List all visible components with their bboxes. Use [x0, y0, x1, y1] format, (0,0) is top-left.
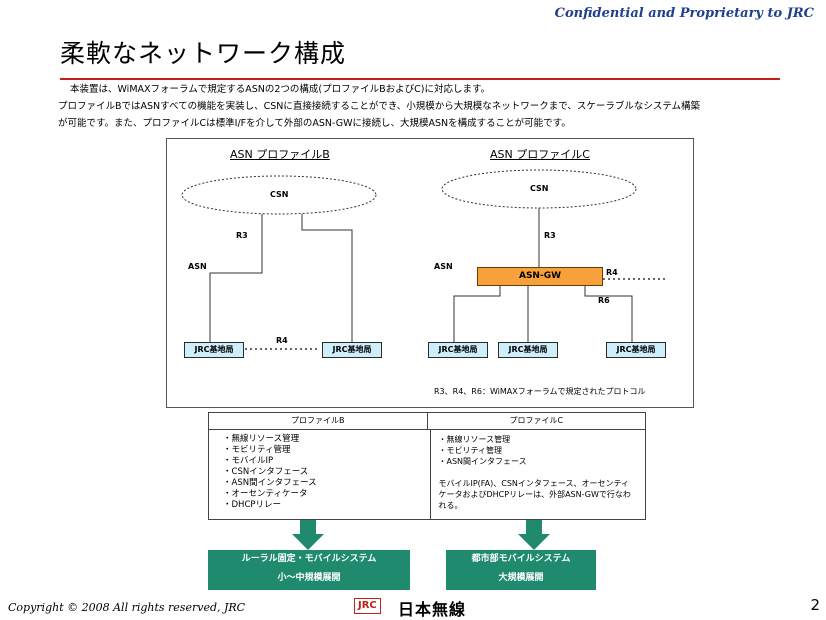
intro-line-2: プロファイルBではASNすべての機能を実装し、CSNに直接接続することができ、小… — [58, 101, 701, 112]
slide-title: 柔軟なネットワーク構成 — [60, 39, 347, 68]
page-number: 2 — [810, 596, 820, 614]
r4-b-label: R4 — [276, 336, 288, 345]
copyright: Copyright © 2008 All rights reserved, JR… — [8, 601, 246, 614]
base-station-c-2: JRC基地局 — [498, 342, 558, 358]
list-item: CSNインタフェース — [223, 467, 422, 478]
company-name: 日本無線 — [398, 600, 467, 619]
r3-b-label: R3 — [236, 231, 248, 240]
down-arrow-icon — [518, 520, 550, 550]
list-item: ASN間インタフェース — [439, 456, 638, 467]
result-b-line-1: ルーラル固定・モバイルシステム — [241, 554, 377, 564]
list-item: モビリティ管理 — [439, 445, 638, 456]
result-b-line-2: 小～中規模展開 — [277, 573, 341, 583]
list-item: DHCPリレー — [223, 500, 422, 511]
base-station-b-right: JRC基地局 — [322, 342, 382, 358]
r4-c-label: R4 — [606, 268, 618, 277]
csn-ellipse-b — [181, 175, 377, 215]
title-rule — [60, 78, 780, 80]
result-c-line-1: 都市部モバイルシステム — [471, 554, 571, 564]
table-header: プロファイルB プロファイルC — [209, 413, 645, 430]
base-station-c-1: JRC基地局 — [428, 342, 488, 358]
profile-c-label: ASN プロファイルC — [490, 148, 590, 161]
table-col-c-note: モバイルIP(FA)、CSNインタフェース、オーセンティケータおよびDHCPリレ… — [438, 479, 631, 510]
base-station-c-3: JRC基地局 — [606, 342, 666, 358]
table-body: 無線リソース管理 モビリティ管理 モバイルIP CSNインタフェース ASN間イ… — [209, 430, 645, 520]
confidential-header: Confidential and Proprietary to JRC — [554, 6, 814, 21]
link-b-right — [301, 214, 353, 342]
down-arrow-icon — [292, 520, 324, 550]
list-item: 無線リソース管理 — [223, 434, 422, 445]
base-station-b-left: JRC基地局 — [184, 342, 244, 358]
csn-b-label: CSN — [270, 190, 289, 199]
list-item: オーセンティケータ — [223, 489, 422, 500]
asn-gw-box: ASN-GW — [477, 267, 603, 286]
profile-b-label: ASN プロファイルB — [230, 148, 330, 161]
link-c-bs3 — [584, 286, 633, 342]
link-b-left — [209, 214, 263, 342]
r6-c-label: R6 — [598, 296, 610, 305]
asn-c-label: ASN — [434, 262, 453, 271]
list-item: モビリティ管理 — [223, 445, 422, 456]
jrc-logo: JRC — [354, 598, 381, 614]
list-item: モバイルIP — [223, 456, 422, 467]
result-c-line-2: 大規模展開 — [498, 573, 544, 583]
asn-b-label: ASN — [188, 262, 207, 271]
table-col-b: 無線リソース管理 モビリティ管理 モバイルIP CSNインタフェース ASN間イ… — [209, 430, 431, 520]
result-profile-c: 都市部モバイルシステム 大規模展開 — [446, 550, 596, 590]
intro-line-1: 本装置は、WiMAXフォーラムで規定するASNの2つの構成(プロファイルBおよび… — [70, 84, 491, 95]
r3-c-label: R3 — [544, 231, 556, 240]
profile-table: プロファイルB プロファイルC 無線リソース管理 モビリティ管理 モバイルIP … — [208, 412, 646, 520]
link-c-bs1 — [453, 286, 501, 342]
intro-line-3: が可能です。また、プロファイルCは標準I/Fを介して外部のASN-GWに接続し、… — [58, 118, 571, 129]
csn-c-label: CSN — [530, 184, 549, 193]
table-header-b: プロファイルB — [209, 413, 428, 429]
table-header-c: プロファイルC — [509, 416, 564, 425]
list-item: ASN間インタフェース — [223, 478, 422, 489]
result-profile-b: ルーラル固定・モバイルシステム 小～中規模展開 — [208, 550, 410, 590]
protocol-note: R3、R4、R6：WiMAXフォーラムで規定されたプロトコル — [434, 387, 646, 396]
list-item: 無線リソース管理 — [439, 434, 638, 445]
table-col-c: 無線リソース管理 モビリティ管理 ASN間インタフェース モバイルIP(FA)、… — [431, 430, 646, 520]
